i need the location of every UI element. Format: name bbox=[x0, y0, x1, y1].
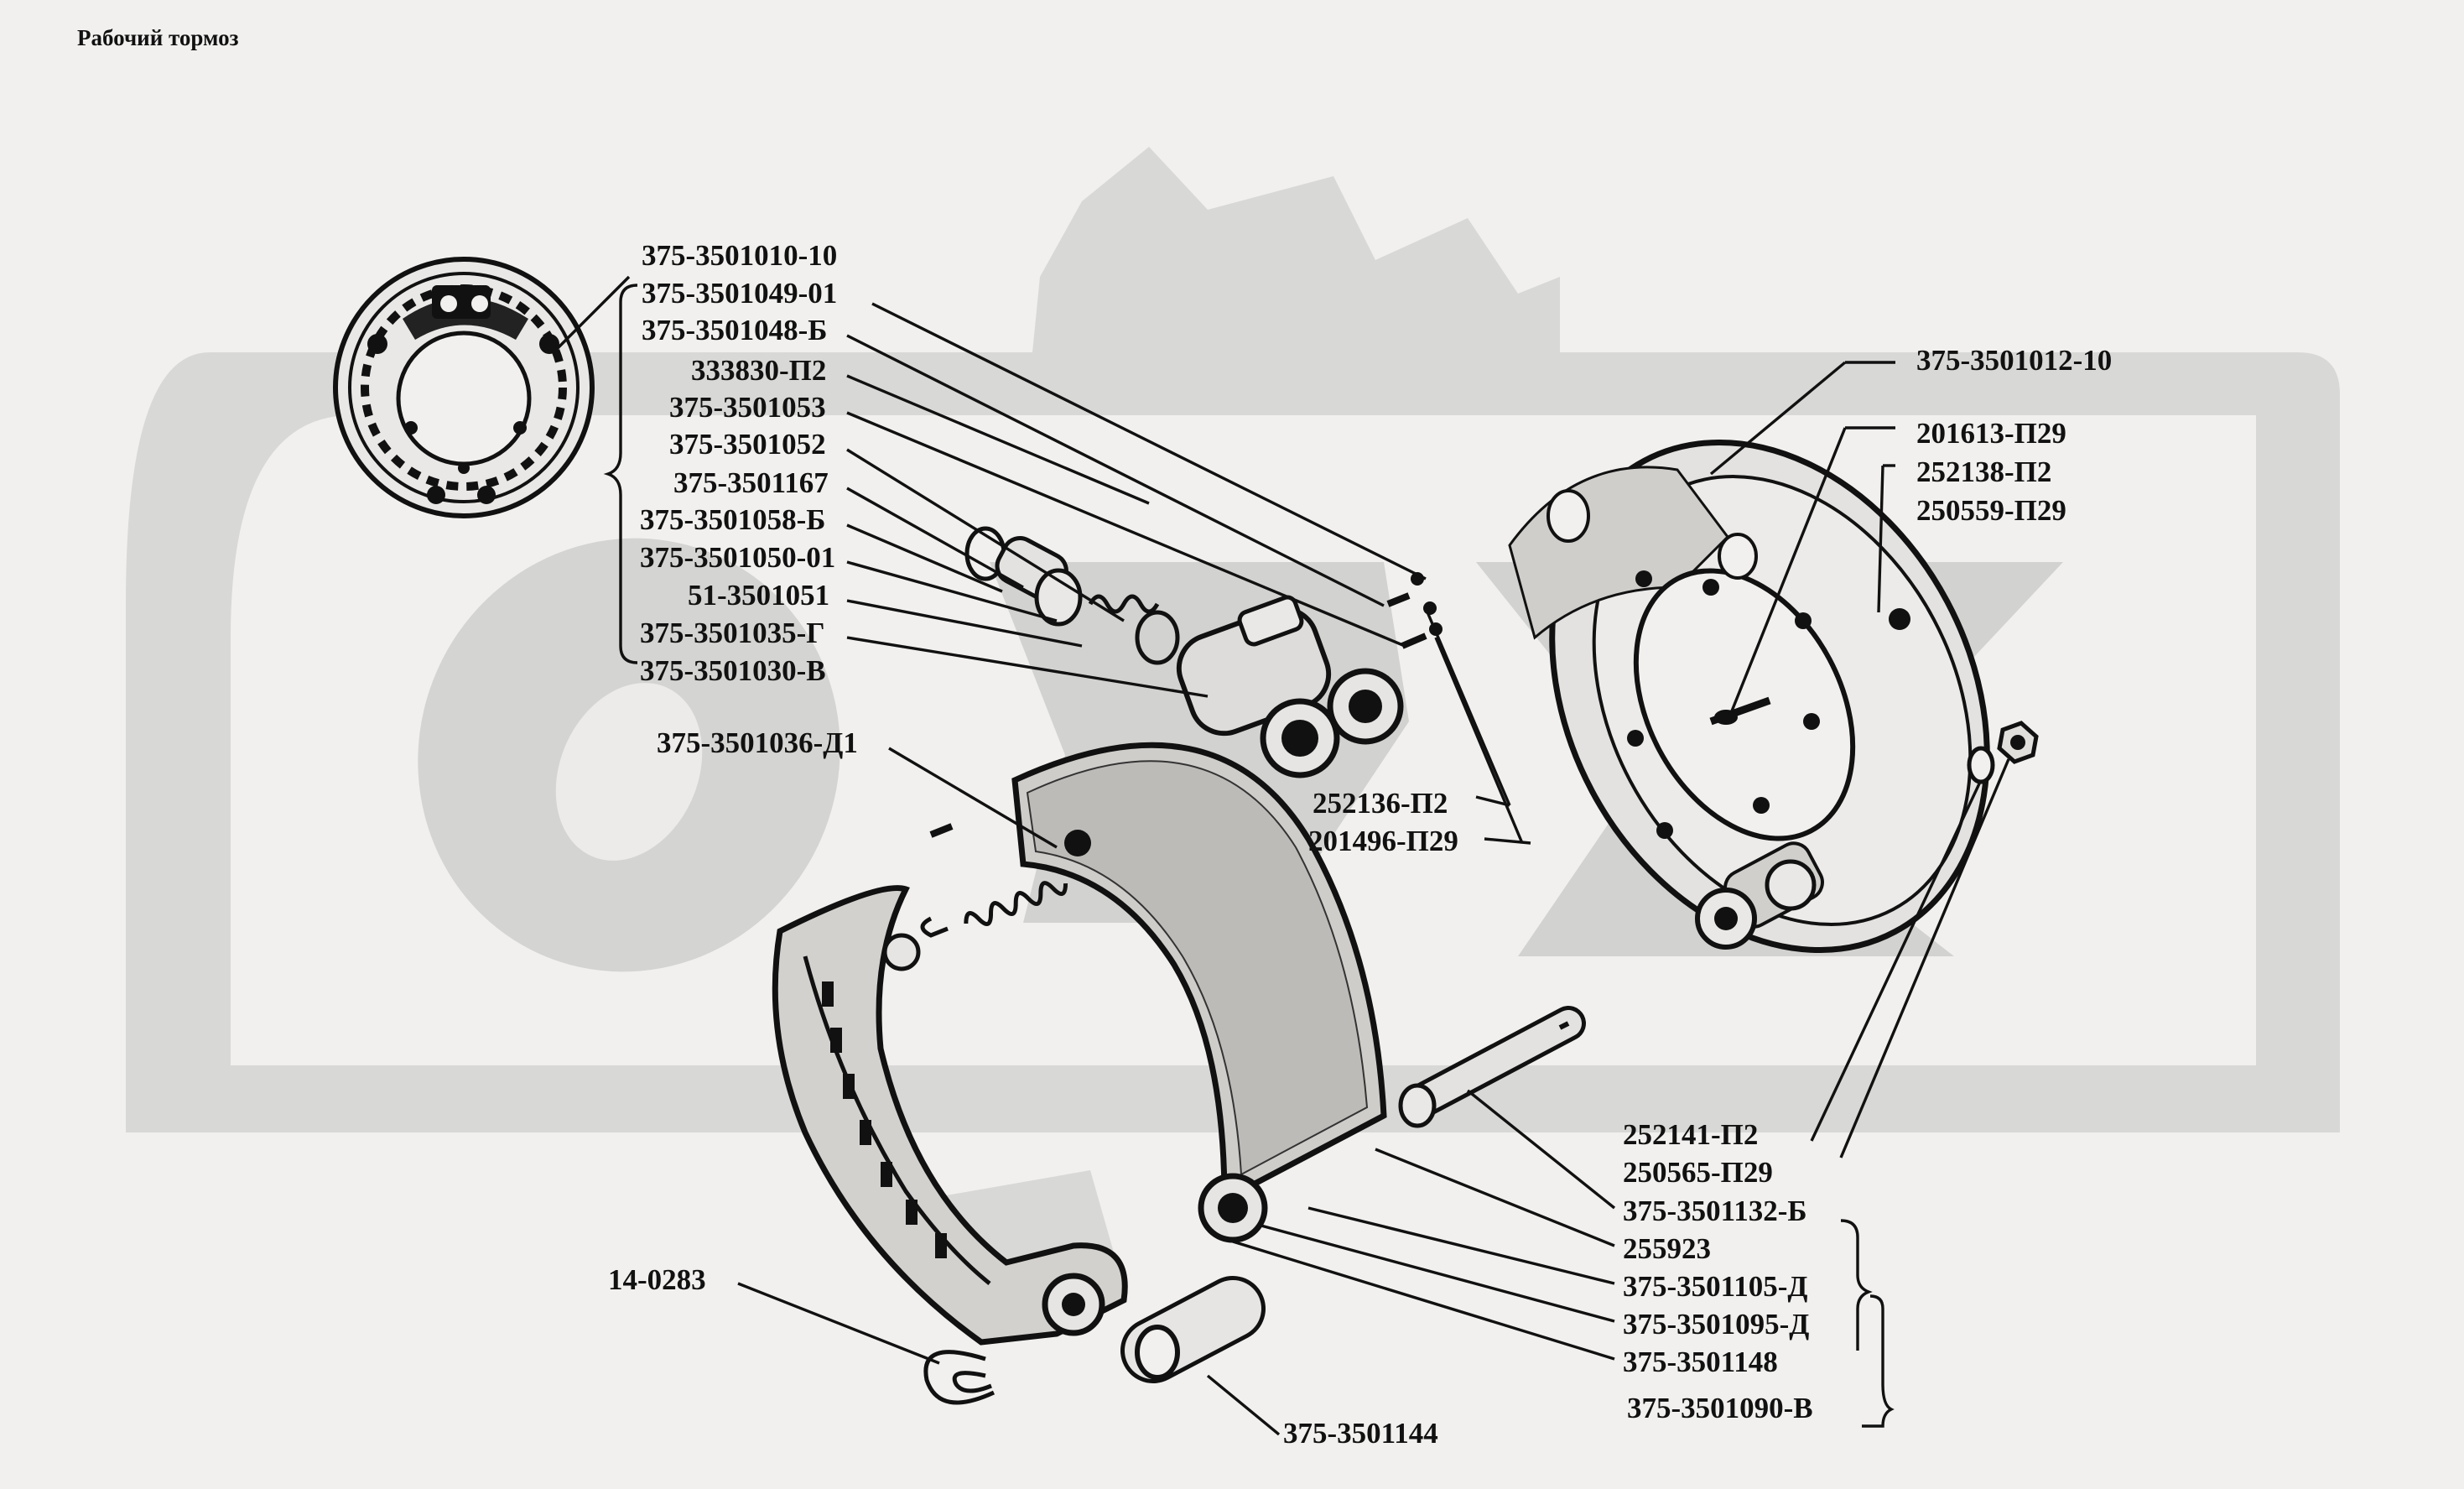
part-labels: 375-3501010-10 375-3501049-01 375-350104… bbox=[608, 239, 2112, 1450]
return-spring bbox=[920, 823, 1068, 938]
label-375-3501144: 375-3501144 bbox=[1283, 1417, 1438, 1450]
label-375-3501010-10: 375-3501010-10 bbox=[642, 239, 837, 272]
label-51-3501051: 51-3501051 bbox=[688, 579, 829, 612]
label-250565-p29: 250565-П29 bbox=[1623, 1156, 1773, 1189]
label-375-3501012-10: 375-3501012-10 bbox=[1916, 344, 2112, 377]
label-375-3501090-v: 375-3501090-В bbox=[1627, 1392, 1813, 1424]
label-375-3501148: 375-3501148 bbox=[1623, 1346, 1778, 1378]
label-201613-p29: 201613-П29 bbox=[1916, 417, 2066, 450]
label-375-3501030-v: 375-3501030-В bbox=[640, 654, 826, 687]
label-252141-p2: 252141-П2 bbox=[1623, 1118, 1758, 1151]
label-375-3501052: 375-3501052 bbox=[669, 428, 826, 461]
brake-backing-plate bbox=[1508, 439, 1990, 954]
label-252136-p2: 252136-П2 bbox=[1313, 787, 1448, 820]
label-250559-p29: 250559-П29 bbox=[1916, 494, 2066, 527]
bushing bbox=[1120, 1276, 1266, 1383]
page-title: Рабочий тормоз bbox=[77, 25, 239, 50]
label-375-3501049-01: 375-3501049-01 bbox=[642, 277, 837, 310]
label-375-3501036-d1: 375-3501036-Д1 bbox=[657, 726, 858, 759]
label-333830-p2: 333830-П2 bbox=[691, 354, 826, 387]
brake-shoe-left bbox=[772, 885, 1128, 1346]
label-201496-p29: 201496-П29 bbox=[1308, 825, 1458, 857]
leader-lines bbox=[552, 275, 2010, 1436]
label-375-3501050-01: 375-3501050-01 bbox=[640, 541, 835, 574]
anchor-pin bbox=[1398, 1006, 1586, 1128]
label-375-3501132-b: 375-3501132-Б bbox=[1623, 1195, 1807, 1227]
label-375-3501035-g: 375-3501035-Г bbox=[640, 617, 825, 649]
label-255923: 255923 bbox=[1623, 1232, 1711, 1265]
label-252138-p2: 252138-П2 bbox=[1916, 456, 2051, 488]
label-375-3501167: 375-3501167 bbox=[673, 466, 829, 499]
spring-clip bbox=[923, 1350, 995, 1405]
label-375-3501058-b: 375-3501058-Б bbox=[640, 503, 825, 536]
label-375-3501095-d: 375-3501095-Д bbox=[1623, 1308, 1809, 1341]
wheel-cylinder-parts bbox=[964, 526, 1404, 778]
label-375-3501053: 375-3501053 bbox=[669, 391, 826, 424]
label-375-3501105-d: 375-3501105-Д bbox=[1623, 1270, 1807, 1303]
brake-shoe-with-lining bbox=[1011, 742, 1387, 1243]
brake-assembly-thumbnail bbox=[333, 257, 595, 518]
label-375-3501048-b: 375-3501048-Б bbox=[642, 314, 827, 346]
label-14-0283: 14-0283 bbox=[608, 1263, 706, 1296]
